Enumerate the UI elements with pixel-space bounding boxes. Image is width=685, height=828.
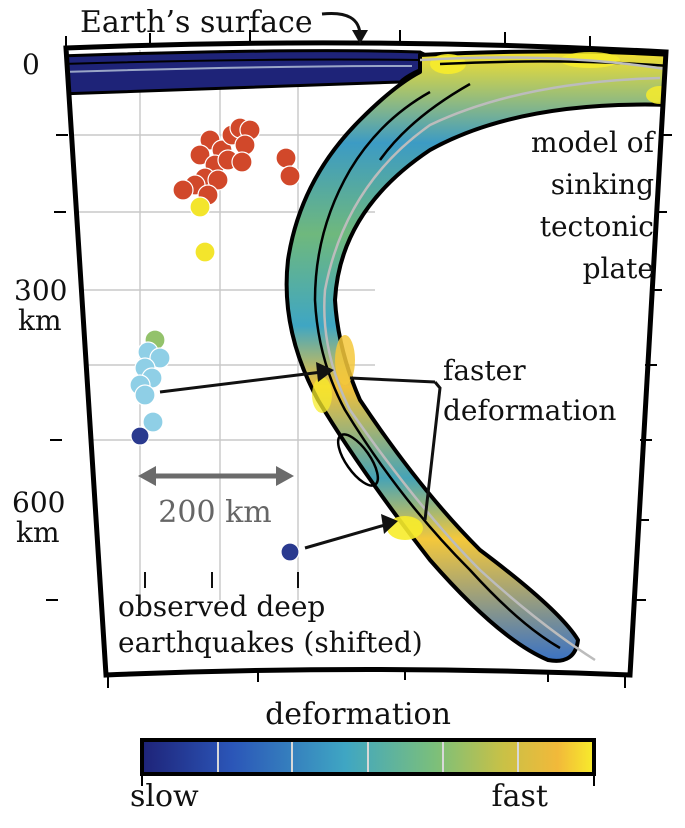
model-label-line2: sinking	[551, 168, 654, 201]
model-label-line4: plate	[583, 252, 654, 285]
colorbar: deformation slow fast	[130, 697, 596, 814]
observed-earthquakes-label: observed deep earthquakes (shifted)	[118, 590, 423, 659]
model-label-line3: tectonic	[540, 210, 654, 243]
earthquake-cluster	[129, 117, 301, 562]
annotation-arrows	[159, 362, 442, 550]
depth-tick-300-unit: km	[18, 304, 62, 337]
model-label: model of sinking tectonic plate	[531, 126, 657, 285]
quake-ticks	[144, 572, 299, 588]
scale-label: 200 km	[158, 495, 271, 530]
faster-line1: faster	[443, 354, 526, 387]
cross-section-panel: 200 km	[66, 42, 666, 676]
scale-bar: 200 km	[138, 466, 294, 530]
faster-deformation-label: faster deformation	[443, 354, 616, 427]
surface-label: Earth’s surface	[80, 5, 313, 40]
depth-tick-0: 0	[22, 48, 40, 81]
depth-tick-600-unit: km	[16, 516, 60, 549]
section-frame	[63, 40, 669, 678]
observed-line2: earthquakes (shifted)	[118, 626, 423, 659]
observed-line1: observed deep	[118, 590, 325, 623]
frame-ticks	[46, 30, 672, 688]
colorbar-title: deformation	[265, 697, 451, 732]
colorbar-high-label: fast	[492, 779, 548, 814]
depth-tick-300: 300	[14, 274, 67, 307]
faster-line2: deformation	[443, 394, 616, 427]
surface-plate	[66, 49, 444, 96]
depth-tick-600: 600	[12, 486, 65, 519]
curved-arrow-icon	[321, 11, 368, 44]
model-label-line1: model of	[531, 126, 657, 159]
colorbar-low-label: slow	[130, 779, 199, 814]
